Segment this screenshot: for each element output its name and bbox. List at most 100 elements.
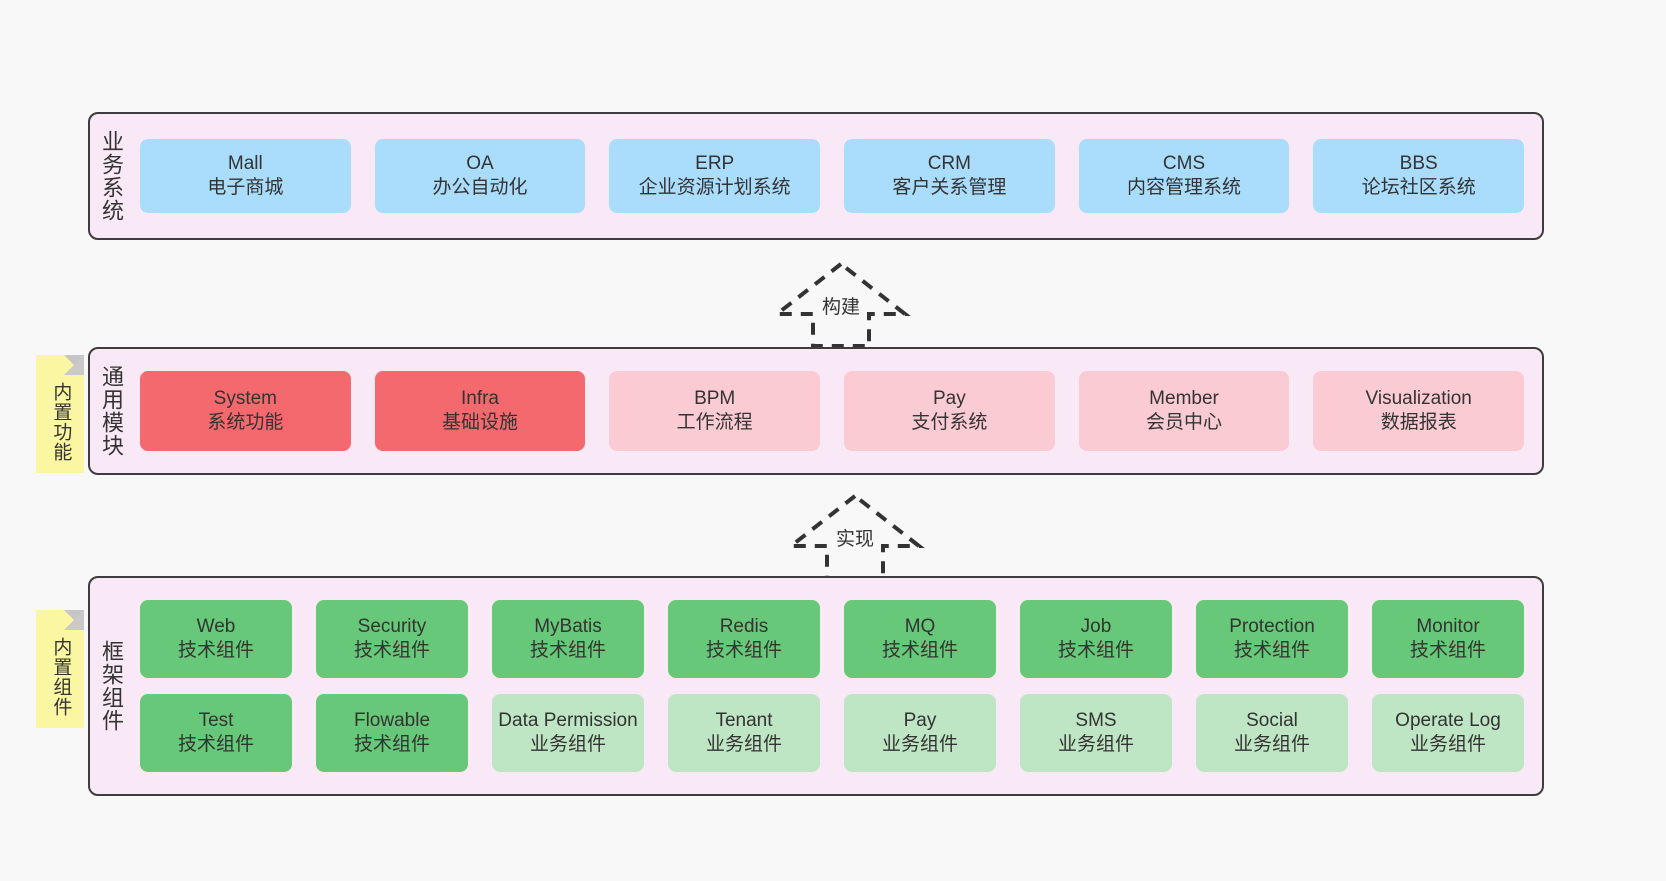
box-pay-component-cn: 业务组件 [881, 734, 958, 755]
box-system-cn: 系统功能 [207, 412, 284, 433]
common-modules-row: System 系统功能 Infra 基础设施 BPM 工作流程 Pay 支付系统… [140, 371, 1525, 451]
box-sms-cn: 业务组件 [1057, 734, 1134, 755]
box-security-en: Security [357, 615, 427, 637]
box-sms[interactable]: SMS 业务组件 [1020, 694, 1172, 772]
box-member-cn: 会员中心 [1146, 412, 1223, 433]
layer-label-common-modules: 通用模块 [98, 365, 124, 457]
framework-tech-row: Web 技术组件 Security 技术组件 MyBatis 技术组件 Redi… [140, 600, 1524, 678]
box-protection-en: Protection [1229, 615, 1315, 637]
box-tenant[interactable]: Tenant 业务组件 [668, 694, 820, 772]
box-bbs[interactable]: BBS 论坛社区系统 [1313, 139, 1525, 213]
box-visualization-cn: 数据报表 [1380, 412, 1457, 433]
box-erp[interactable]: ERP 企业资源计划系统 [609, 139, 821, 213]
box-bpm[interactable]: BPM 工作流程 [609, 371, 821, 451]
box-infra-cn: 基础设施 [442, 412, 519, 433]
box-monitor-en: Monitor [1416, 615, 1480, 637]
box-cms-cn: 内容管理系统 [1127, 177, 1242, 198]
page-fold-icon [64, 355, 84, 375]
box-social-cn: 业务组件 [1233, 734, 1310, 755]
box-mall[interactable]: Mall 电子商城 [140, 139, 351, 213]
framework-biz-row: Test 技术组件 Flowable 技术组件 Data Permission … [140, 694, 1524, 772]
box-redis-cn: 技术组件 [705, 640, 782, 661]
box-job[interactable]: Job 技术组件 [1020, 600, 1172, 678]
realize-arrow: 实现 [775, 490, 935, 582]
box-bpm-en: BPM [694, 387, 736, 409]
box-flowable-cn: 技术组件 [353, 734, 430, 755]
sticky-note-built-in-components-text: 内置组件 [50, 637, 72, 717]
box-mall-en: Mall [227, 152, 263, 174]
box-protection[interactable]: Protection 技术组件 [1196, 600, 1348, 678]
box-crm-cn: 客户关系管理 [892, 177, 1007, 198]
box-cms[interactable]: CMS 内容管理系统 [1078, 139, 1290, 213]
box-test-en: Test [198, 709, 234, 731]
box-monitor[interactable]: Monitor 技术组件 [1372, 600, 1524, 678]
box-visualization[interactable]: Visualization 数据报表 [1313, 371, 1525, 451]
layer-body-common-modules: System 系统功能 Infra 基础设施 BPM 工作流程 Pay 支付系统… [132, 349, 1542, 473]
box-monitor-cn: 技术组件 [1409, 640, 1486, 661]
box-visualization-en: Visualization [1365, 387, 1472, 409]
sticky-note-built-in-functions-text: 内置功能 [50, 382, 72, 462]
layer-common-modules: 通用模块 System 系统功能 Infra 基础设施 BPM 工作流程 Pay… [88, 347, 1544, 475]
layer-framework-components: 框架组件 Web 技术组件 Security 技术组件 MyBatis 技术组件… [88, 576, 1544, 796]
box-erp-en: ERP [695, 152, 735, 174]
layer-label-framework-components: 框架组件 [98, 640, 124, 732]
box-member[interactable]: Member 会员中心 [1078, 371, 1290, 451]
box-data-permission-cn: 业务组件 [529, 734, 606, 755]
box-flowable[interactable]: Flowable 技术组件 [316, 694, 468, 772]
box-crm[interactable]: CRM 客户关系管理 [844, 139, 1055, 213]
box-social-en: Social [1246, 709, 1298, 731]
box-mall-cn: 电子商城 [207, 177, 284, 198]
box-bbs-en: BBS [1399, 152, 1438, 174]
box-operate-log-en: Operate Log [1395, 709, 1501, 731]
box-erp-cn: 企业资源计划系统 [638, 177, 791, 198]
box-sms-en: SMS [1075, 709, 1117, 731]
box-system[interactable]: System 系统功能 [140, 371, 351, 451]
box-redis[interactable]: Redis 技术组件 [668, 600, 820, 678]
build-arrow: 构建 [761, 258, 921, 350]
box-redis-en: Redis [719, 615, 769, 637]
box-test-cn: 技术组件 [177, 734, 254, 755]
box-cms-en: CMS [1162, 152, 1206, 174]
box-mq-cn: 技术组件 [881, 640, 958, 661]
box-pay-component[interactable]: Pay 业务组件 [844, 694, 996, 772]
layer-body-business-systems: Mall 电子商城 OA 办公自动化 ERP 企业资源计划系统 CRM 客户关系… [132, 114, 1542, 238]
sticky-note-built-in-functions: 内置功能 [36, 355, 84, 473]
layer-business-systems: 业务系统 Mall 电子商城 OA 办公自动化 ERP 企业资源计划系统 CRM… [88, 112, 1544, 240]
box-system-en: System [213, 387, 278, 409]
box-data-permission-en: Data Permission [498, 709, 638, 731]
box-mybatis[interactable]: MyBatis 技术组件 [492, 600, 644, 678]
box-member-en: Member [1149, 387, 1219, 409]
box-mq[interactable]: MQ 技术组件 [844, 600, 996, 678]
box-oa-en: OA [466, 152, 494, 174]
box-tenant-cn: 业务组件 [705, 734, 782, 755]
box-bpm-cn: 工作流程 [676, 412, 753, 433]
box-pay-module[interactable]: Pay 支付系统 [844, 371, 1055, 451]
box-security-cn: 技术组件 [353, 640, 430, 661]
box-mq-en: MQ [904, 615, 936, 637]
box-flowable-en: Flowable [353, 709, 431, 731]
layer-body-framework-components: Web 技术组件 Security 技术组件 MyBatis 技术组件 Redi… [132, 578, 1542, 794]
realize-arrow-label: 实现 [835, 529, 875, 550]
box-security[interactable]: Security 技术组件 [316, 600, 468, 678]
box-tenant-en: Tenant [715, 709, 773, 731]
box-protection-cn: 技术组件 [1233, 640, 1310, 661]
box-pay-module-cn: 支付系统 [911, 412, 988, 433]
layer-label-business-systems: 业务系统 [98, 130, 124, 222]
box-web[interactable]: Web 技术组件 [140, 600, 292, 678]
box-mybatis-en: MyBatis [534, 615, 602, 637]
box-oa[interactable]: OA 办公自动化 [374, 139, 586, 213]
box-test[interactable]: Test 技术组件 [140, 694, 292, 772]
box-oa-cn: 办公自动化 [432, 177, 528, 198]
box-bbs-cn: 论坛社区系统 [1361, 177, 1476, 198]
box-job-cn: 技术组件 [1057, 640, 1134, 661]
business-systems-row: Mall 电子商城 OA 办公自动化 ERP 企业资源计划系统 CRM 客户关系… [140, 139, 1525, 213]
box-operate-log[interactable]: Operate Log 业务组件 [1372, 694, 1524, 772]
box-web-cn: 技术组件 [177, 640, 254, 661]
page-fold-icon [64, 610, 84, 630]
build-arrow-label: 构建 [821, 297, 861, 318]
box-data-permission[interactable]: Data Permission 业务组件 [492, 694, 644, 772]
box-infra[interactable]: Infra 基础设施 [374, 371, 586, 451]
box-pay-component-en: Pay [903, 709, 937, 731]
box-social[interactable]: Social 业务组件 [1196, 694, 1348, 772]
